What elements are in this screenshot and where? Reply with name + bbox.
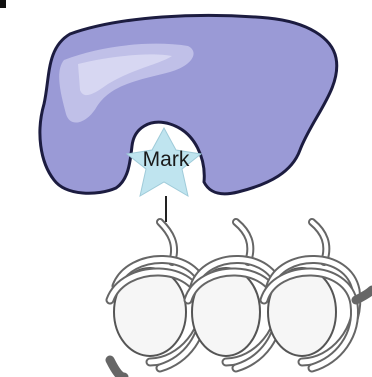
nucleosome-1-linker bbox=[110, 360, 124, 377]
nucleosome-3 bbox=[264, 222, 372, 368]
mark-label: Mark bbox=[143, 148, 190, 171]
corner-mark bbox=[0, 0, 6, 8]
